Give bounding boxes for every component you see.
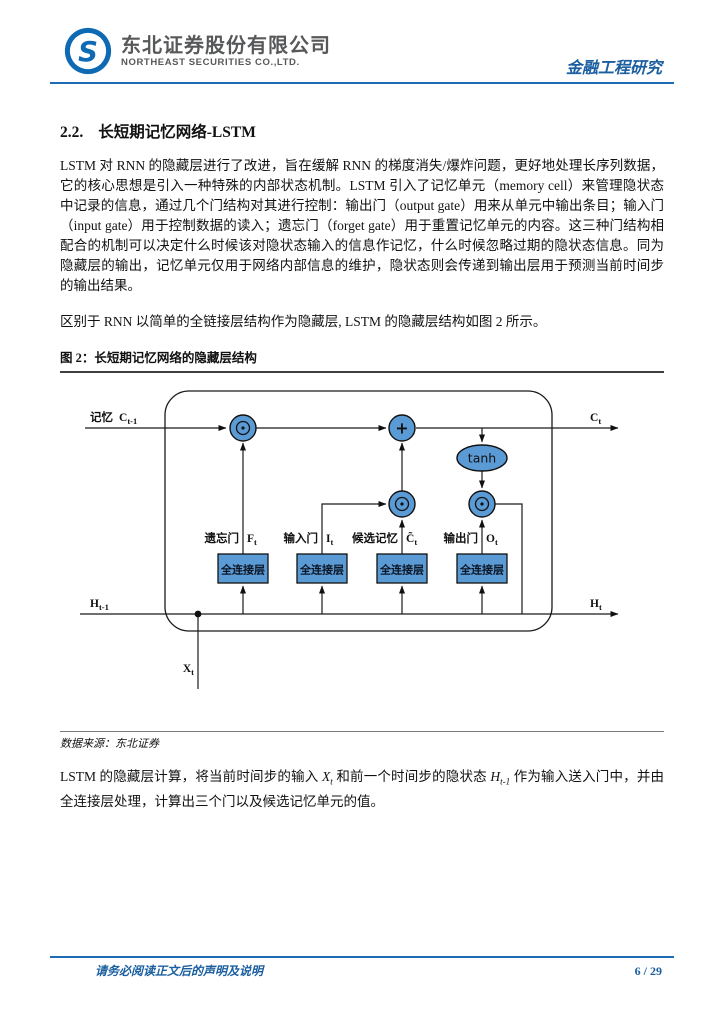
logo-glyph: S [78,36,98,68]
figure-canvas: + tanh [60,373,664,731]
svg-text:全连接层: 全连接层 [459,563,504,577]
hidden-out-label: Ht [590,598,602,612]
tanh-node: tanh [456,444,508,472]
figure-source: 数据来源：东北证券 [60,731,664,751]
section-number: 2.2. [60,124,84,141]
company-name-block: 东北证券股份有限公司 NORTHEAST SECURITIES CO.,LTD. [121,35,331,68]
company-name-en: NORTHEAST SECURITIES CO.,LTD. [121,56,300,68]
fc-layer-box-forget: 全连接层 [217,553,269,584]
output-product-node [468,490,496,518]
forget-gate-label-var: Ft [247,533,257,547]
report-header: S 东北证券股份有限公司 NORTHEAST SECURITIES CO.,LT… [50,0,674,84]
main-content: 2.2. 长短期记忆网络-LSTM LSTM 对 RNN 的隐藏层进行了改进，旨在… [60,120,664,812]
northeast-securities-logo-icon: S [64,27,112,75]
p3-text-1: LSTM 的隐藏层计算，将当前时间步的输入 [60,769,323,784]
page-number: 6 / 29 [634,964,662,978]
svg-text:全连接层: 全连接层 [379,563,424,577]
fc-layer-box-output: 全连接层 [456,553,508,584]
add-node: + [388,414,416,442]
forget-gate-label-cn: 遗忘门 [204,531,240,545]
candidate-product-node [388,490,416,518]
input-gate-wire [321,501,387,554]
plus-glyph: + [395,419,408,438]
p3-text-2: 和前一个时间步的隐状态 [332,769,491,784]
section-title: 长短期记忆网络-LSTM [98,124,256,141]
company-name-cn: 东北证券股份有限公司 [121,34,331,57]
page-footer: 请务必阅读正文后的声明及说明 6 / 29 [50,956,674,979]
input-gate-label-cn: 输入门 [284,531,319,545]
fc-layer-box-input: 全连接层 [296,553,348,584]
candidate-label-var: C̃t [406,531,417,547]
forget-product-node [229,414,257,442]
candidate-label-cn: 候选记忆 [352,531,398,545]
figure-title: 图 2：长短期记忆网络的隐藏层结构 [60,347,664,373]
input-gate-label-var: It [326,533,333,547]
output-gate-label-cn: 输出门 [444,531,479,545]
figure-block: 图 2：长短期记忆网络的隐藏层结构 [60,347,664,751]
fc-layer-box-candidate: 全连接层 [376,553,428,584]
p3-text-3: 作为输入送入门中，并由全连接层处理，计算出三个门以及候选记忆单元的值。 [60,769,665,809]
paragraph-1: LSTM 对 RNN 的隐藏层进行了改进，旨在缓解 RNN 的梯度消失/爆炸问题… [60,158,664,293]
paragraph-2: 区别于 RNN 以简单的全链接层结构作为隐藏层, LSTM 的隐藏层结构如图 2… [60,314,547,329]
hidden-in-label: Ht-1 [90,598,109,612]
lstm-cell-boundary [164,390,553,632]
section-heading: 2.2. 长短期记忆网络-LSTM [60,120,664,142]
math-var-h: H [490,769,501,784]
memory-out-label: Ct [590,412,601,426]
lstm-diagram: + tanh [80,390,619,689]
paragraph-3: LSTM 的隐藏层计算，将当前时间步的输入 Xt 和前一个时间步的隐状态 Ht-… [60,767,664,812]
product-to-hidden-wire [495,503,523,614]
svg-text:全连接层: 全连接层 [299,563,344,577]
junction-dot [194,610,202,618]
output-gate-label-var: Ot [486,533,498,547]
footer-disclaimer: 请务必阅读正文后的声明及说明 [95,964,264,978]
svg-text:全连接层: 全连接层 [220,563,265,577]
input-x-label: Xt [183,663,194,677]
brand-block: S 东北证券股份有限公司 NORTHEAST SECURITIES CO.,LT… [63,26,331,76]
report-category: 金融工程研究 [565,60,662,77]
math-var-h-sub: t-1 [500,776,511,787]
tanh-label: tanh [468,451,496,466]
math-var-x: X [322,769,331,784]
math-var-x-sub: t [330,776,333,787]
